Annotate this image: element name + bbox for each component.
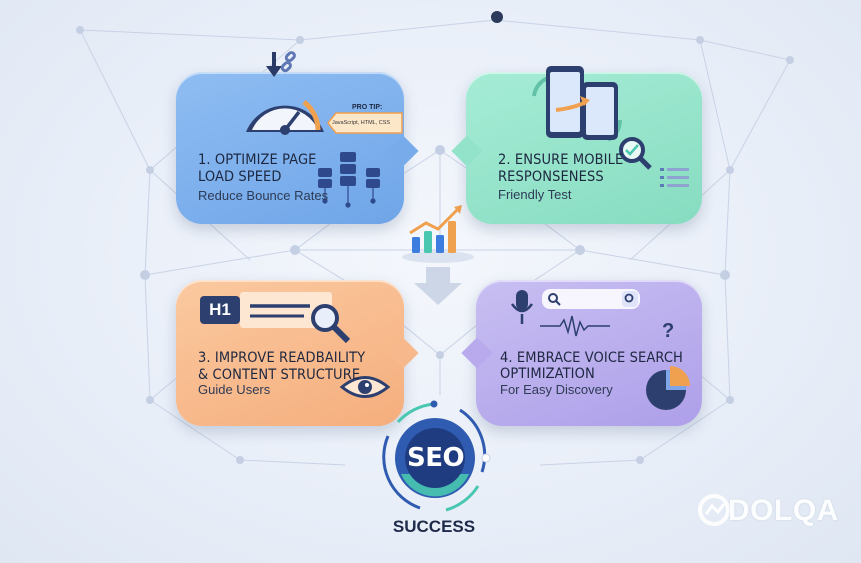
brand-logo-icon (698, 494, 730, 526)
pie-chart-icon (646, 366, 690, 410)
pro-tip-label: PRO TIP: (352, 104, 383, 111)
pro-tip-text: JavaScript, HTML, CSS (332, 120, 391, 126)
step-3-title-line1: 3. IMPROVE READBAILITY (198, 350, 366, 366)
heading-document-icon (200, 292, 351, 344)
server-stack-icon (318, 152, 380, 208)
success-label: SUCCESS (392, 517, 476, 536)
step-1-title-line1: 1. OPTIMIZE PAGE (198, 152, 317, 168)
step-2-title-line2: RESPONSENESS (498, 169, 604, 185)
speedometer-icon (246, 51, 324, 135)
step-card-page-speed (176, 72, 419, 224)
seo-badge-label: SEO (407, 443, 465, 473)
step-1-subtitle: Reduce Bounce Rates (198, 188, 329, 203)
step-2-subtitle: Friendly Test (498, 187, 572, 202)
voice-search-bar-icon (510, 289, 640, 337)
brand-wordmark: DOLQA (728, 494, 839, 527)
step-4-subtitle: For Easy Discovery (500, 382, 613, 397)
question-mark-icon: ? (662, 320, 675, 342)
step-2-title-line1: 2. ENSURE MOBILE (498, 152, 624, 168)
eye-icon (339, 376, 391, 398)
pro-tip-tag-icon (327, 112, 403, 134)
step-4-title-line1: 4. EMBRACE VOICE SEARCH (500, 350, 683, 366)
step-3-subtitle: Guide Users (198, 382, 271, 397)
step-3-title-line2: & CONTENT STRUCTURE (198, 367, 361, 383)
seo-badge-ring (382, 400, 491, 512)
top-node-dot (491, 11, 503, 23)
growth-chart-icon (402, 205, 474, 305)
step-4-title-line2: OPTIMIZATION (500, 366, 595, 382)
step-1-title-line2: LOAD SPEED (198, 169, 282, 185)
h1-badge: H1 (209, 300, 231, 319)
mobile-devices-icon (532, 66, 689, 187)
